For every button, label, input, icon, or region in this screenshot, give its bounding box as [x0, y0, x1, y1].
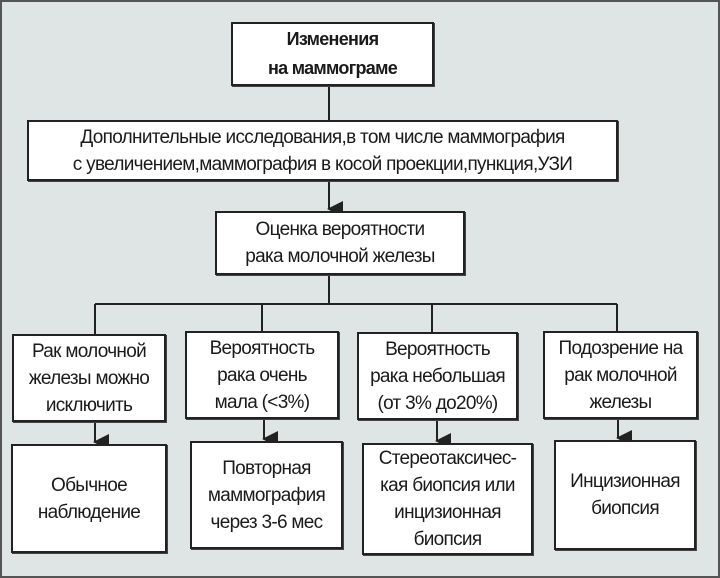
action-box-3: Стереотаксичес- кая биопсия или инцизион…	[362, 443, 533, 555]
additional-studies-box: Дополнительные исследования,в том числе …	[27, 120, 618, 181]
box-line: с увеличением,маммография в косой проекц…	[72, 153, 573, 175]
box-line: рак молочной	[564, 364, 677, 386]
title-box: Изменения на маммограме	[231, 22, 434, 86]
action-box-2: Повторная маммография через 3-6 мес	[190, 441, 343, 549]
box-line: железы	[589, 391, 652, 413]
box-line: Дополнительные исследования,в том числе …	[80, 126, 565, 148]
box-line: рака небольшая	[370, 365, 506, 387]
title-line: Изменения	[286, 29, 379, 49]
condition-box-2: Вероятность рака очень мала (<3%)	[185, 331, 339, 419]
box-line: Обычное	[51, 474, 128, 496]
box-line: мала (<3%)	[214, 391, 310, 413]
condition-box-1: Рак молочной железы можно исключить	[12, 334, 166, 422]
box-line: Стереотаксичес-	[378, 448, 517, 469]
box-line: Повторная	[222, 457, 311, 479]
box-line: Вероятность	[385, 338, 491, 360]
probability-assessment-box: Оценка вероятности рака молочной железы	[215, 211, 465, 275]
box-line: Оценка вероятности	[255, 219, 426, 240]
box-line: биопсия	[413, 529, 483, 550]
title-line: на маммограме	[267, 58, 398, 78]
box-line: Инцизионная	[570, 471, 680, 492]
condition-box-4: Подозрение на рак молочной железы	[543, 331, 698, 419]
box-line: Рак молочной	[31, 340, 147, 362]
box-line: кая биопсия или	[380, 475, 515, 496]
box-line: (от 3% до20%)	[377, 392, 498, 414]
box-line: рака молочной железы	[245, 246, 435, 267]
box-line: наблюдение	[37, 501, 141, 523]
box-line: железы можно	[28, 367, 150, 389]
box-line: через 3-6 мес	[210, 511, 324, 533]
action-box-4: Инцизионная биопсия	[554, 440, 696, 550]
box-line: маммография	[207, 484, 326, 506]
box-line: Подозрение на	[558, 337, 683, 359]
action-box-1: Обычное наблюдение	[11, 444, 167, 553]
box-line: биопсия	[591, 498, 660, 519]
box-line: инцизионная	[394, 502, 501, 523]
box-line: исключить	[45, 394, 133, 416]
box-line: рака очень	[217, 364, 307, 386]
condition-box-3: Вероятность рака небольшая (от 3% до20%)	[357, 332, 518, 420]
box-line: Вероятность	[209, 337, 316, 359]
